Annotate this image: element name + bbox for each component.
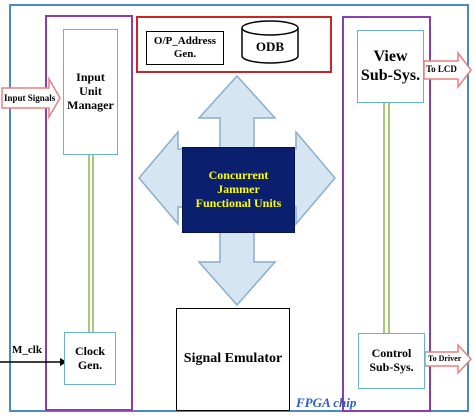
right-purple-column (342, 16, 431, 412)
odb-label: ODB (255, 38, 285, 54)
input-signals-label: Input Signals (4, 93, 56, 103)
input-unit-manager-label: Input Unit Manager (67, 70, 114, 112)
m-clk-label: M_clk (12, 344, 42, 356)
left-purple-column (45, 15, 133, 411)
to-driver-arrow (424, 343, 473, 375)
fpga-chip-border (9, 4, 469, 412)
concurrent-units-label: Concurrent Jammer Functional Units (195, 168, 282, 210)
op-address-gen-label: O/P_Address Gen. (153, 35, 217, 60)
view-subsys-block: View Sub-Sys. (357, 30, 424, 103)
input-unit-manager-block: Input Unit Manager (63, 29, 118, 155)
concurrent-units-block: Concurrent Jammer Functional Units (182, 147, 295, 233)
odb-cylinder (241, 20, 299, 64)
input-signals-arrow (1, 76, 61, 120)
signal-emulator-block: Signal Emulator (176, 308, 290, 411)
to-lcd-label: To LCD (426, 64, 457, 74)
to-lcd-arrow (423, 50, 472, 90)
signal-emulator-label: Signal Emulator (183, 351, 283, 367)
control-subsys-label: Control Sub-Sys. (369, 346, 414, 374)
odb-block: ODB (242, 36, 298, 58)
view-subsys-label: View Sub-Sys. (360, 48, 421, 84)
to-driver-label: To Driver (428, 354, 462, 363)
control-subsys-block: Control Sub-Sys. (358, 333, 425, 389)
op-address-gen-block: O/P_Address Gen. (146, 31, 224, 65)
fpga-chip-label: FPGA chip (296, 395, 357, 410)
clock-gen-block: Clock Gen. (64, 332, 116, 385)
top-memory-group (136, 16, 332, 73)
clock-gen-label: Clock Gen. (75, 343, 105, 372)
